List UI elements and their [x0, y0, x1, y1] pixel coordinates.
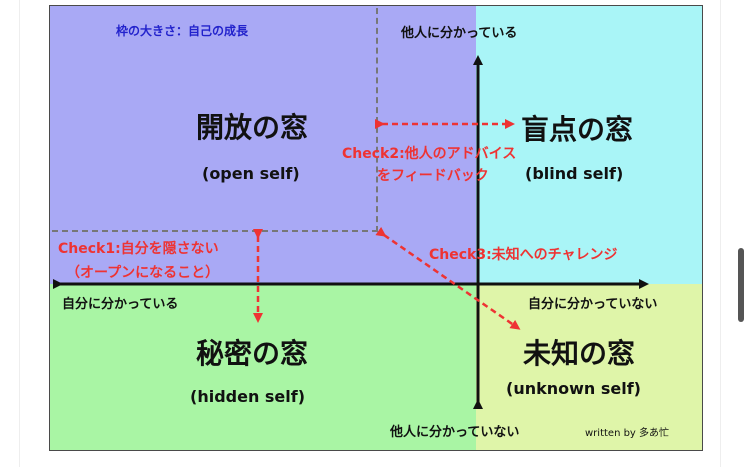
- unknown-window-title: 未知の窓: [523, 337, 636, 370]
- check2-label-line2: をフィードバック: [377, 168, 489, 184]
- check3-arrow: [375, 226, 521, 330]
- unknown-window-subtitle: (unknown self): [506, 379, 641, 398]
- check2-label-line1: Check2:他人のアドバイス: [342, 146, 517, 162]
- axes-and-arrows: [53, 55, 649, 409]
- blind-window-title: 盲点の窓: [521, 113, 634, 146]
- axis-label-left: 自分に分かっている: [62, 297, 179, 312]
- open-window-subtitle: (open self): [202, 164, 300, 183]
- johari-window-diagram: 枠の大きさ：自己の成長 他人に分かっている 他人に分かっていない 自分に分かって…: [49, 5, 703, 451]
- axis-label-bottom: 他人に分かっていない: [390, 425, 520, 440]
- hidden-window-subtitle: (hidden self): [190, 387, 306, 406]
- frame-label: 枠の大きさ：自己の成長: [116, 24, 249, 38]
- scrollbar-thumb[interactable]: [738, 248, 744, 322]
- check1-label-line2: （オープンになること）: [66, 265, 220, 281]
- author-credit: written by 多あ忙: [585, 428, 670, 439]
- open-window-title: 開放の窓: [196, 111, 309, 144]
- hidden-window-title: 秘密の窓: [196, 337, 309, 370]
- axis-label-right: 自分に分かっていない: [528, 297, 658, 312]
- check1-label-line1: Check1:自分を隠さない: [58, 241, 219, 257]
- axis-label-top: 他人に分かっている: [401, 26, 518, 41]
- check3-label: Check3:未知へのチャレンジ: [429, 247, 618, 263]
- blind-window-subtitle: (blind self): [525, 164, 624, 183]
